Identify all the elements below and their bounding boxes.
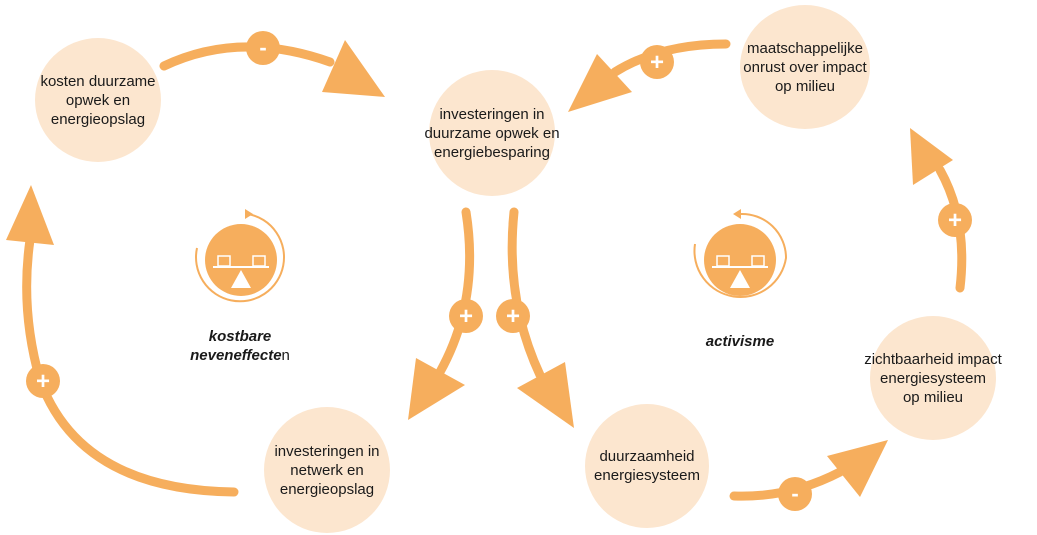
node-kosten: kosten duurzame opwek en energieopslag — [35, 38, 161, 162]
sign-badge-onrust-to-investeringen: + — [640, 45, 674, 79]
node-label: investeringen in netwerk en energieopsla… — [274, 442, 380, 498]
node-investeringen-opwek: investeringen in duurzame opwek en energ… — [424, 70, 560, 196]
sign-badge-investeringen-to-netwerk: + — [449, 299, 483, 333]
node-investeringen-netwerk: investeringen in netwerk en energieopsla… — [264, 407, 390, 533]
balance-loop-icon-right — [693, 209, 788, 299]
node-zichtbaarheid: zichtbaarheid impact energiesysteem op m… — [864, 316, 1002, 440]
sign-label: - — [791, 481, 798, 506]
balance-loop-icon-left — [195, 209, 286, 303]
arrowhead-duurzaamheid-to-zichtbaarheid — [827, 440, 888, 497]
arrow-netwerk-to-kosten — [22, 235, 239, 497]
arrowhead-netwerk-to-kosten — [6, 185, 54, 245]
arrowhead-investeringen-to-duurzaamheid — [517, 362, 574, 428]
loop-label-bold: activisme — [705, 333, 775, 350]
arrow-investeringen-to-netwerk — [435, 207, 475, 377]
sign-badge-zichtbaarheid-to-onrust: + — [938, 203, 972, 237]
node-label: maatschappelijke onrust over impact op m… — [743, 39, 867, 95]
arrowhead-zichtbaarheid-to-onrust — [910, 128, 953, 185]
arrowhead-onrust-to-investeringen — [568, 54, 632, 112]
arrowhead-kosten-to-investeringen — [322, 40, 385, 97]
sign-badge-investeringen-to-duurzaamheid: + — [496, 299, 530, 333]
node-onrust: maatschappelijke onrust over impact op m… — [740, 5, 870, 129]
sign-badge-kosten-to-investeringen: - — [246, 31, 280, 65]
sign-label: + — [36, 368, 50, 395]
node-label: investeringen in duurzame opwek en energ… — [424, 105, 560, 161]
sign-label: + — [650, 49, 664, 76]
loop-label-normal: n — [281, 347, 290, 364]
sign-label: + — [459, 303, 473, 330]
sign-badge-duurzaamheid-to-zichtbaarheid: - — [778, 477, 812, 511]
arrowhead-investeringen-to-netwerk — [408, 358, 465, 420]
sign-badge-netwerk-to-kosten: + — [26, 364, 60, 398]
arrow-investeringen-to-duurzaamheid — [507, 207, 545, 380]
loop-label-bold: kostbare neveneffecte — [190, 328, 282, 364]
sign-label: - — [259, 35, 266, 60]
sign-label: + — [506, 303, 520, 330]
loop-label-kostbare: kostbare neveneffecten — [170, 327, 310, 365]
sign-label: + — [948, 207, 962, 234]
loop-label-activisme: activisme — [680, 332, 800, 351]
node-label: zichtbaarheid impact energiesysteem op m… — [864, 350, 1002, 406]
node-label: kosten duurzame opwek en energieopslag — [40, 72, 156, 128]
arrow-kosten-to-investeringen — [159, 42, 335, 71]
node-duurzaamheid: duurzaamheid energiesysteem — [585, 404, 709, 528]
node-label: duurzaamheid energiesysteem — [594, 448, 700, 484]
